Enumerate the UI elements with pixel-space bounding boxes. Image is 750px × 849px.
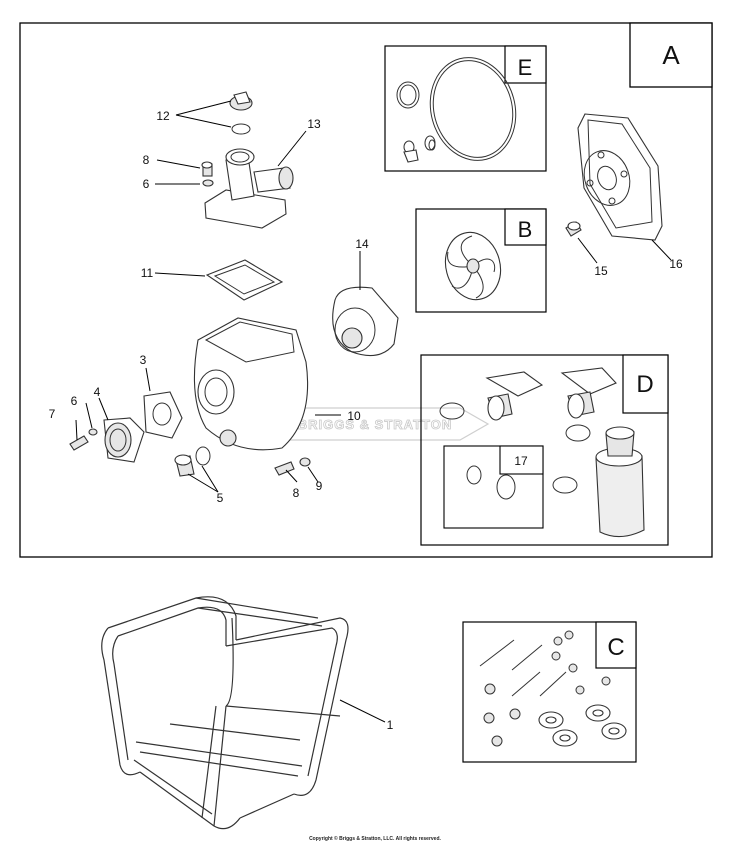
callout-3: 3 <box>140 353 147 367</box>
kit-label-a: A <box>662 40 680 70</box>
callout-14: 14 <box>355 237 369 251</box>
strainer <box>595 455 645 538</box>
callout-13: 13 <box>307 117 321 131</box>
part-12-fill-cap <box>229 91 253 135</box>
svg-text:BRIGGS & STRATTON: BRIGGS & STRATTON <box>298 417 452 432</box>
kit-label-box-e <box>504 45 547 84</box>
kit-label-box-d <box>622 354 669 414</box>
callout-6: 6 <box>71 394 78 408</box>
kit-label-b: B <box>518 217 533 242</box>
callout-15: 15 <box>594 264 608 278</box>
callout-17: 17 <box>514 454 528 468</box>
callout-10: 10 <box>347 409 361 423</box>
kit-label-e: E <box>518 55 533 80</box>
callout-7: 7 <box>49 407 56 421</box>
kit-label-box-c <box>595 621 637 669</box>
kit-label-box-17 <box>499 445 544 475</box>
kit-c: C <box>462 621 637 763</box>
kit-e: E <box>384 45 547 172</box>
callout-8-top: 8 <box>143 153 150 167</box>
callout-8: 8 <box>293 486 300 500</box>
copyright-notice: Copyright © Briggs & Stratton, LLC. All … <box>309 836 441 842</box>
part-14-volute <box>332 286 399 357</box>
kit-label-box-a <box>629 22 713 88</box>
leader-lines <box>75 100 672 723</box>
kit-label-box-b <box>504 208 547 246</box>
callout-5: 5 <box>217 491 224 505</box>
callout-16: 16 <box>669 257 683 271</box>
part-4-inlet-fitting <box>103 417 145 463</box>
small-seal-ring <box>396 81 420 109</box>
part-15-bolt <box>565 221 582 237</box>
kit-d: D 17 <box>420 354 669 546</box>
part-13-discharge-head <box>204 148 294 229</box>
part-6-washer <box>88 428 98 436</box>
callout-1: 1 <box>387 718 394 732</box>
kit-label-d: D <box>636 371 653 398</box>
callout-11: 11 <box>141 266 154 280</box>
assembly-frame-a <box>19 22 713 558</box>
part-16-back-plate <box>577 113 663 241</box>
part-7-bolt <box>69 435 89 451</box>
bolts <box>479 639 567 697</box>
part-8-bolt-bottom <box>274 461 295 476</box>
callout-9: 9 <box>316 479 323 493</box>
kit-label-c: C <box>607 634 624 661</box>
callout-12: 12 <box>156 109 170 123</box>
part-6-washer-top <box>202 179 214 187</box>
callout-6-top: 6 <box>143 177 150 191</box>
part-11-gasket <box>205 259 284 301</box>
part-5-plug-and-seal <box>174 446 211 477</box>
callout-4: 4 <box>94 385 101 399</box>
part-9-nut <box>299 457 311 467</box>
part-3-flange-gasket <box>143 391 183 439</box>
kit-b: B <box>415 208 547 313</box>
part-1-roll-cage <box>101 596 349 830</box>
large-o-ring <box>429 57 517 161</box>
part-8-bolt-top <box>201 161 213 177</box>
part-10-pump-housing <box>193 317 309 451</box>
